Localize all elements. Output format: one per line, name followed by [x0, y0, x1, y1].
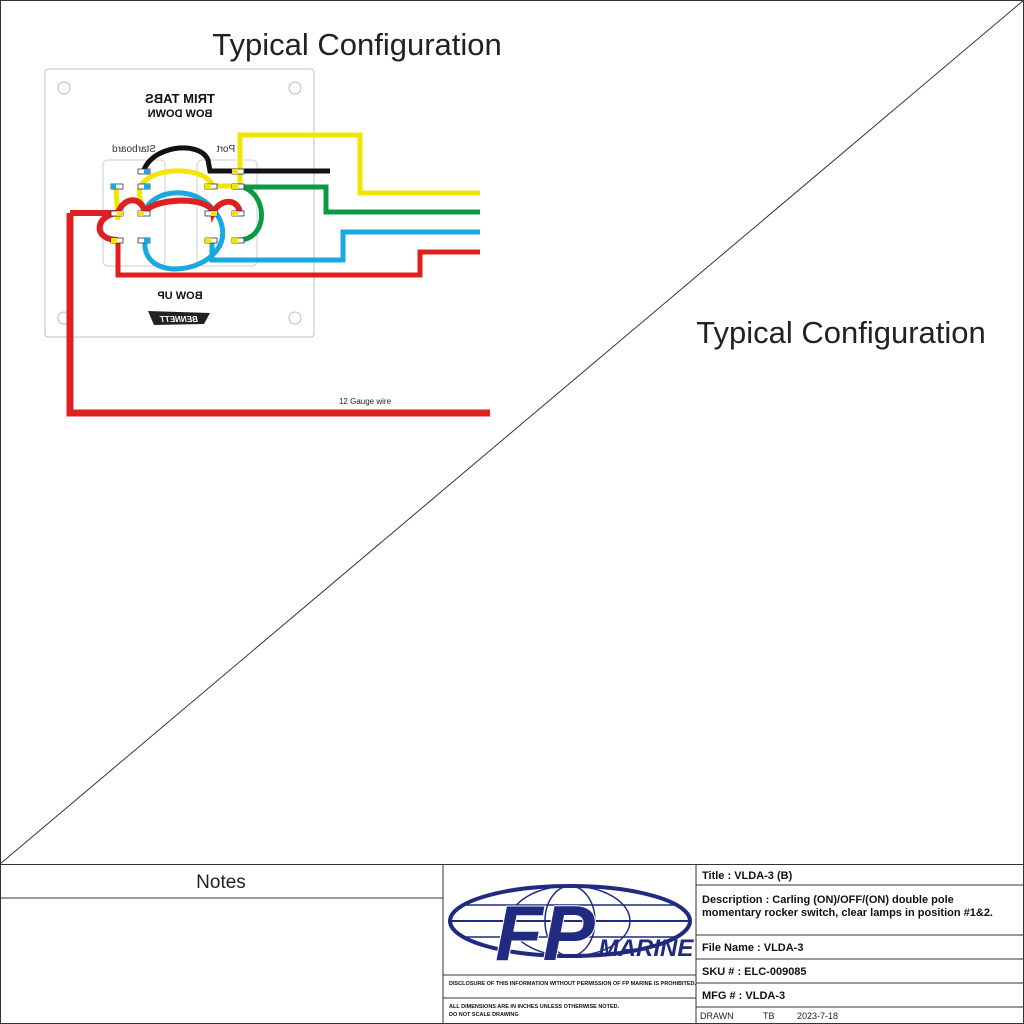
wire-black [140, 145, 330, 174]
disclosure-line-1: DISCLOSURE OF THIS INFORMATION WITHOUT P… [449, 981, 696, 987]
mount-hole-icon [288, 81, 302, 95]
wire-blue [142, 190, 480, 272]
switch-panel: TRIM TABS BOW DOWN BOW UP Starboard Port… [44, 68, 315, 338]
wiring [66, 132, 490, 417]
wire-red-12-gauge [66, 213, 490, 417]
panel-title-bow-down: BOW DOWN [148, 108, 213, 120]
switch-port [196, 159, 258, 267]
description-line-1: Description : Carling (ON)/OFF/(ON) doub… [702, 894, 954, 906]
panel-label-bow-up: BOW UP [157, 290, 202, 302]
svg-text:BENNETT: BENNETT [159, 315, 198, 324]
notes-header: Notes [196, 872, 246, 893]
diagonal-divider [0, 0, 1024, 865]
mfg-field: MFG # : VLDA-3 [702, 990, 785, 1002]
mount-hole-icon [288, 311, 302, 325]
wire-red-output [115, 240, 480, 278]
panel-label-port: Port [217, 144, 236, 155]
dims-note-2: DO NOT SCALE DRAWING [449, 1012, 519, 1018]
panel-label-starboard: Starboard [112, 144, 156, 155]
mount-hole-icon [57, 81, 71, 95]
wire-gauge-note: 12 Gauge wire [339, 397, 392, 406]
bennett-logo: BENNETT [148, 311, 210, 325]
file-name-field: File Name : VLDA-3 [702, 942, 803, 954]
dims-note-1: ALL DIMENSIONS ARE IN INCHES UNLESS OTHE… [449, 1004, 620, 1010]
logo-word: MARINE [599, 935, 695, 962]
title-field: Title : VLDA-3 (B) [702, 870, 793, 882]
drawn-label: DRAWN [700, 1011, 734, 1021]
wire-red-jumpers [70, 197, 243, 243]
heading-left: Typical Configuration [212, 27, 502, 62]
title-block: Notes FP MARINE DISCLOSURE OF THIS INFOR… [0, 864, 1024, 1024]
wire-green [232, 183, 480, 243]
sku-field: SKU # : ELC-009085 [702, 966, 807, 978]
heading-right: Typical Configuration [696, 315, 986, 350]
fp-marine-logo: FP MARINE [448, 884, 695, 978]
terminals [110, 168, 245, 244]
logo-letters: FP [495, 889, 596, 977]
drawn-by: TB [763, 1011, 775, 1021]
drawn-date: 2023-7-18 [797, 1011, 838, 1021]
panel-title-trim-tabs: TRIM TABS [145, 91, 215, 106]
description-line-2: momentary rocker switch, clear lamps in … [702, 907, 993, 919]
